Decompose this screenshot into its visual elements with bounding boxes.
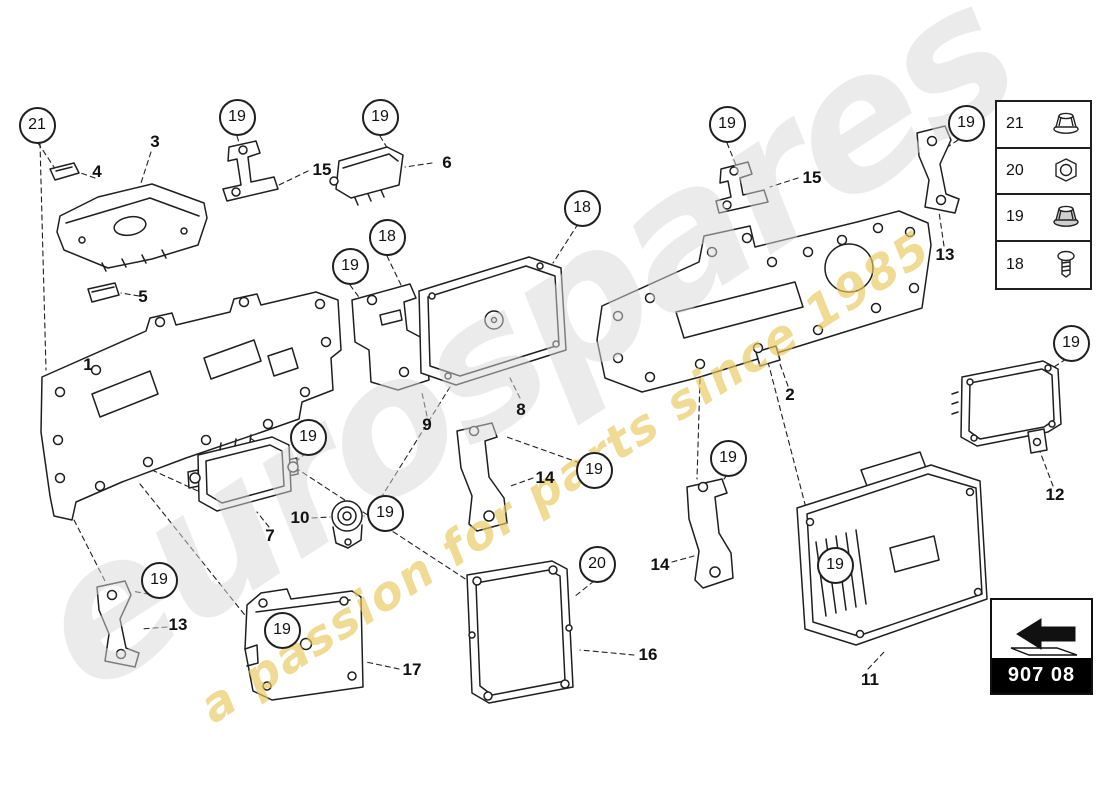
- callout-19[interactable]: 19: [709, 439, 747, 477]
- part-code: 907 08: [992, 658, 1091, 693]
- legend-number: 21: [1006, 115, 1024, 133]
- legend-row-19: 19: [997, 195, 1090, 242]
- legend-number: 18: [1006, 255, 1024, 273]
- hex-nut-icon: [1048, 155, 1084, 187]
- part-label-9: 9: [422, 415, 432, 434]
- part-2-bracket-plate: [597, 211, 931, 392]
- callout-19[interactable]: 19: [140, 561, 178, 599]
- part-label-15: 15: [802, 168, 822, 187]
- part-label-7: 7: [265, 526, 275, 545]
- part-label-14: 14: [535, 468, 555, 487]
- callout-19[interactable]: 19: [708, 105, 746, 143]
- screw-icon: [1048, 247, 1084, 283]
- part-label-2: 2: [785, 385, 795, 404]
- part-14-bracket-right: [687, 479, 733, 588]
- part-1-bracket-plate: [41, 292, 341, 520]
- part-label-13: 13: [168, 615, 188, 634]
- callout-19[interactable]: 19: [575, 451, 613, 489]
- part-14-bracket-middle: [457, 423, 507, 531]
- fastener-legend: 21 20 19: [995, 100, 1092, 290]
- part-label-5: 5: [138, 287, 148, 306]
- callout-19[interactable]: 19: [289, 418, 327, 456]
- part-label-16: 16: [638, 645, 658, 664]
- part-label-8: 8: [516, 400, 526, 419]
- callout-19[interactable]: 19: [366, 494, 404, 532]
- flange-nut-icon: [1048, 201, 1084, 233]
- part-5-pad: [88, 283, 119, 302]
- callout-19[interactable]: 19: [263, 611, 301, 649]
- part-15-bracket-left: [223, 141, 278, 201]
- legend-number: 20: [1006, 161, 1024, 179]
- callout-19[interactable]: 19: [331, 247, 369, 285]
- part-3-control-unit: [57, 184, 207, 271]
- flange-nut-icon: [1048, 108, 1084, 140]
- legend-row-20: 20: [997, 149, 1090, 195]
- part-13-bracket-right: [917, 126, 959, 213]
- part-10-sensor: [331, 500, 363, 548]
- part-label-13: 13: [935, 245, 955, 264]
- callout-19[interactable]: 19: [361, 98, 399, 136]
- part-4-clip: [50, 163, 79, 180]
- part-label-11: 11: [861, 670, 879, 689]
- legend-row-18: 18: [997, 242, 1090, 289]
- callout-20[interactable]: 20: [578, 545, 616, 583]
- part-label-10: 10: [290, 508, 310, 527]
- callout-18[interactable]: 18: [563, 189, 601, 227]
- part-7-control-unit: [188, 435, 299, 511]
- part-label-3: 3: [150, 132, 160, 151]
- part-8-control-unit: [419, 257, 566, 385]
- part-11-control-unit: [797, 452, 987, 645]
- callout-21[interactable]: 21: [18, 106, 56, 144]
- direction-arrow-icon: [992, 600, 1091, 658]
- part-13-bracket-left: [97, 581, 139, 667]
- part-12-control-unit: [952, 361, 1061, 453]
- callout-19[interactable]: 19: [947, 104, 985, 142]
- part-label-12: 12: [1045, 485, 1065, 504]
- part-6-control-unit: [329, 147, 403, 205]
- part-17-bracket-plate: [245, 589, 363, 700]
- part-16-control-unit: [467, 561, 573, 703]
- part-code-box: 907 08: [990, 598, 1093, 695]
- part-15-bracket-right: [716, 162, 768, 213]
- part-9-bracket: [352, 284, 429, 390]
- part-label-17: 17: [402, 660, 422, 679]
- part-label-14: 14: [650, 555, 670, 574]
- legend-row-21: 21: [997, 102, 1090, 149]
- legend-number: 19: [1006, 208, 1024, 226]
- part-label-4: 4: [92, 162, 102, 181]
- callout-19[interactable]: 19: [1052, 324, 1090, 362]
- part-label-15: 15: [312, 160, 332, 179]
- part-label-6: 6: [442, 153, 452, 172]
- callout-18[interactable]: 18: [368, 218, 406, 256]
- part-label-1: 1: [83, 355, 93, 374]
- callout-19[interactable]: 19: [816, 546, 854, 584]
- callout-19[interactable]: 19: [218, 98, 256, 136]
